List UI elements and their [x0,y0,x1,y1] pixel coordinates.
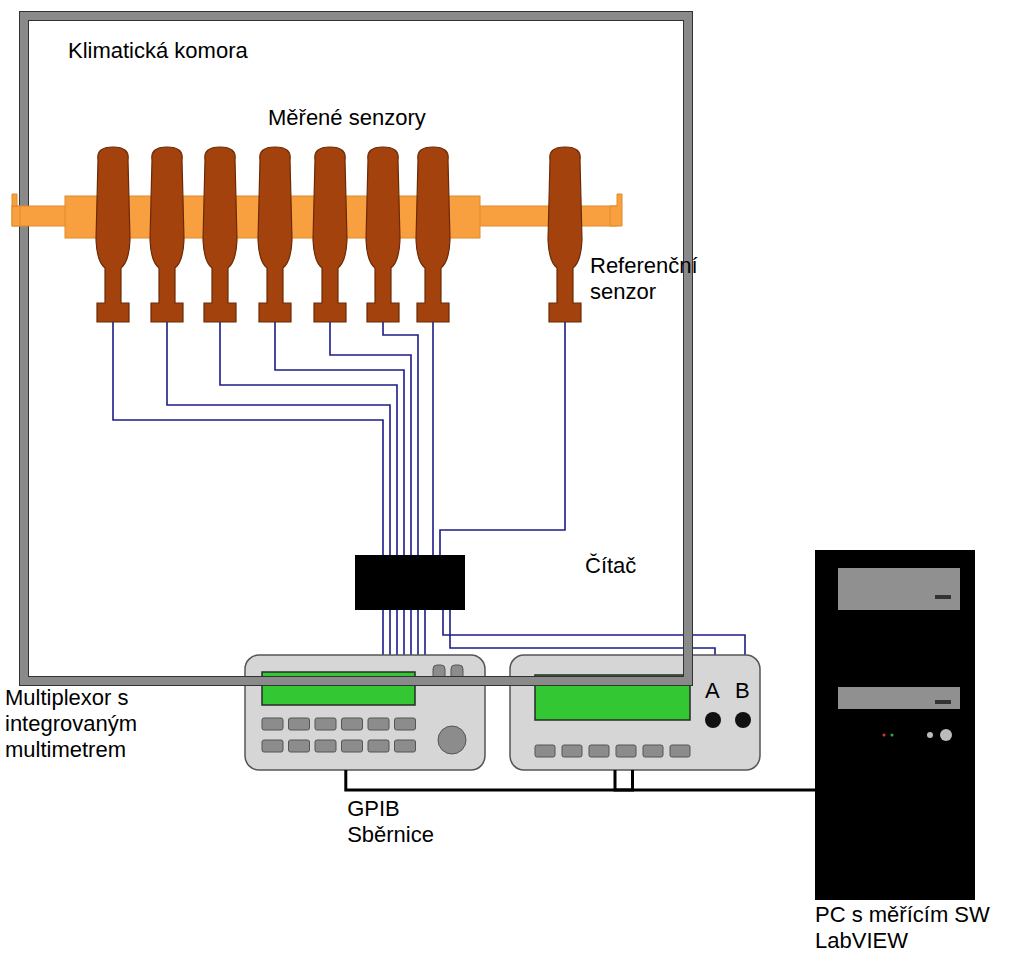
counter-box: Čítač [510,655,760,770]
sensor [416,147,450,322]
mounting-bar [12,194,622,238]
pc-box: PC s měřícím SW LabVIEW [815,550,975,900]
sensor [548,147,582,322]
node-label: Čítač [585,553,705,579]
sensor [258,147,292,322]
sensor [96,147,130,322]
bus-label: GPIB Sběrnice [347,796,457,848]
sensors-label: Měřené senzory [268,105,568,131]
multiplexor-box: Multiplexor s integrovaným multimetrem [245,655,485,770]
pc-tower [815,550,975,900]
reference-label: Referenční senzor [590,253,720,305]
node-label: PC s měřícím SW LabVIEW [815,902,1020,954]
multiplexor-device [245,655,485,770]
sensor [366,147,400,322]
counter-device [510,655,760,770]
input-label: A [705,678,723,704]
node-label: Multiplexor s integrovaným multimetrem [5,685,237,763]
sensor-wires [113,322,745,657]
input-label: B [735,678,753,704]
node-label: Klimatická komora [68,38,468,64]
gpib-line [615,770,893,900]
sensor [150,147,184,322]
sensor [203,147,237,322]
gpib-line [346,770,633,790]
sensor [313,147,347,322]
sensor-shapes [96,147,582,322]
connector-block [355,555,465,610]
